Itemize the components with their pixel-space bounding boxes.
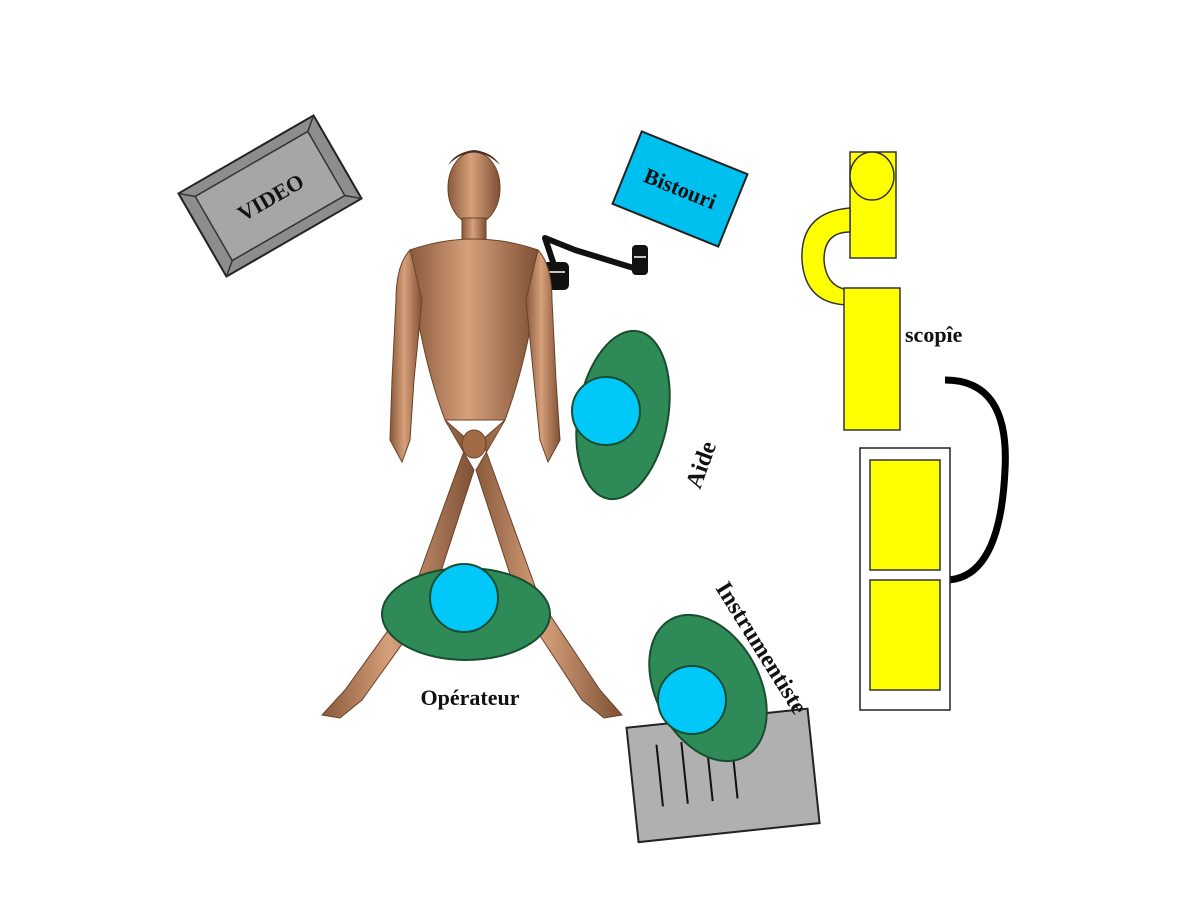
video-monitor: VIDEO (177, 114, 363, 278)
operateur-label: Opérateur (421, 685, 520, 710)
c-arm-scopie (801, 151, 1009, 711)
instrumentiste-head (657, 665, 727, 735)
bistouri-box: Bistouri (611, 130, 749, 248)
scopie-label: scopîe (905, 322, 963, 347)
aide-label: Aide (681, 438, 722, 492)
aide-person (571, 329, 671, 501)
electrosurgical-arm-icon (542, 235, 648, 290)
operateur-head (429, 563, 499, 633)
instrumentiste-person (648, 613, 768, 763)
patient-figure (321, 150, 623, 719)
operateur-person (381, 563, 551, 661)
aide-head (571, 376, 641, 446)
